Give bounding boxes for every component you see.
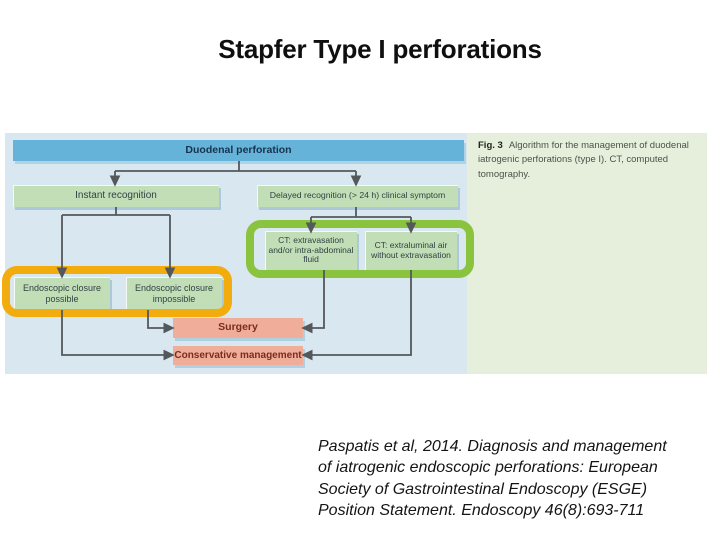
node-duodenal-perforation: Duodenal perforation xyxy=(13,140,464,161)
figure-caption-text: Algorithm for the management of duodenal… xyxy=(478,140,689,180)
node-endoscopic-closure-impossible: Endoscopic closure impossible xyxy=(126,277,222,310)
highlight-ring-endoscopic-closure xyxy=(2,266,232,317)
slide-title: Stapfer Type I perforations xyxy=(218,34,542,64)
highlight-ring-ct-findings xyxy=(246,220,474,278)
node-ct-extraluminal-air: CT: extraluminal air without extravasati… xyxy=(365,231,457,270)
node-conservative-management: Conservative management xyxy=(173,346,303,365)
node-surgery: Surgery xyxy=(173,318,303,338)
node-delayed-recognition: Delayed recognition (> 24 h) clinical sy… xyxy=(257,185,458,207)
citation-line: Position Statement. Endoscopy 46(8):693-… xyxy=(318,501,645,519)
node-endoscopic-closure-possible: Endoscopic closure possible xyxy=(14,277,110,310)
node-instant-recognition: Instant recognition xyxy=(13,185,219,207)
citation-line: Society of Gastrointestinal Endoscopy (E… xyxy=(318,480,648,498)
citation-line: of iatrogenic endoscopic perforations: E… xyxy=(318,459,658,477)
citation: Paspatis et al, 2014. Diagnosis and mana… xyxy=(318,436,708,521)
citation-line: Paspatis et al, 2014. Diagnosis and mana… xyxy=(318,438,667,455)
node-ct-extravasation-fluid: CT: extravasation and/or intra-abdominal… xyxy=(265,231,357,270)
figure-caption-label: Fig. 3 xyxy=(478,140,503,151)
figure-caption-panel xyxy=(467,133,707,374)
